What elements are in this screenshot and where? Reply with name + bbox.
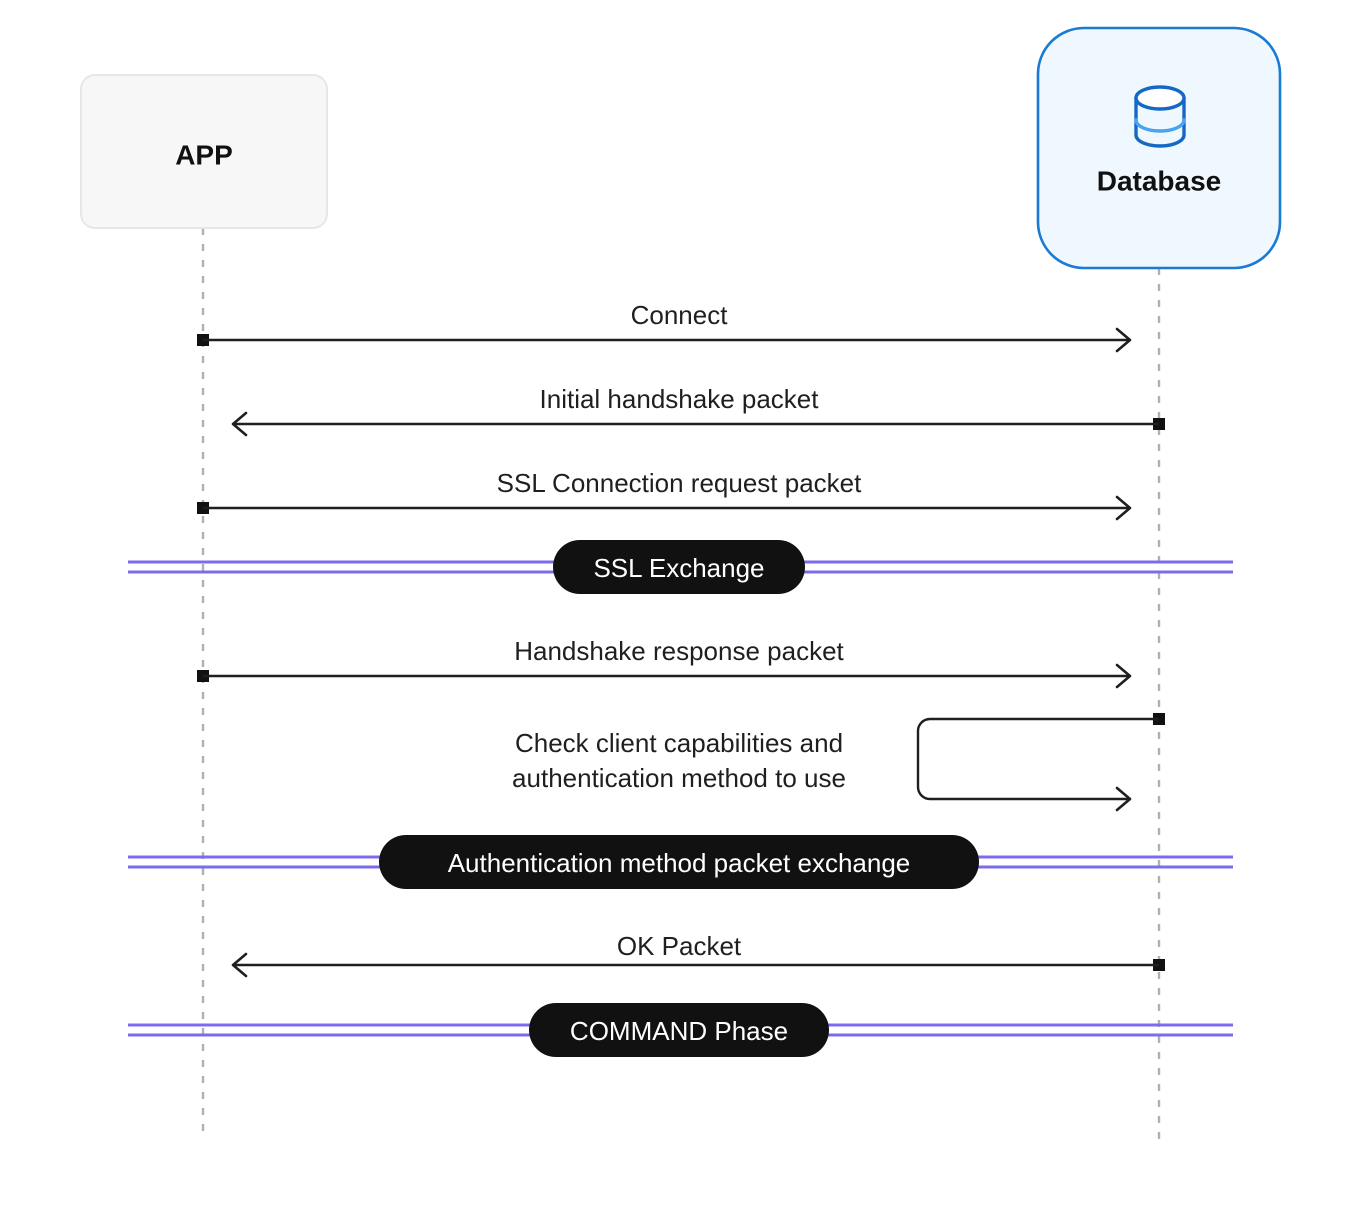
message-check-client-capabilities-arrowhead <box>1115 786 1132 812</box>
message-initial-handshake-packet-label: Initial handshake packet <box>540 384 820 414</box>
message-ssl-connection-request-packet-arrowhead <box>1115 495 1132 521</box>
message-ssl-connection-request-packet[interactable]: SSL Connection request packet <box>197 468 1132 521</box>
message-ok-packet-label: OK Packet <box>617 931 742 961</box>
divider-authentication-label: Authentication method packet exchange <box>448 848 911 878</box>
actor-database-label: Database <box>1097 166 1222 197</box>
actor-app[interactable]: APP <box>80 74 328 229</box>
message-ssl-connection-request-packet-label: SSL Connection request packet <box>497 468 862 498</box>
lifelines <box>201 228 1161 1140</box>
actor-database[interactable]: Database <box>1036 26 1282 270</box>
divider-ssl-exchange-pill[interactable] <box>553 540 805 594</box>
divider-authentication-pill[interactable] <box>379 835 979 889</box>
message-check-client-capabilities-label-line-2: authentication method to use <box>512 763 846 793</box>
message-ok-packet[interactable]: OK Packet <box>231 931 1165 978</box>
message-ok-packet-arrowhead <box>231 952 248 978</box>
divider-command-phase-pill[interactable] <box>529 1003 829 1057</box>
message-check-client-capabilities-self-loop[interactable]: Check client capabilities and authentica… <box>512 713 1165 812</box>
message-check-client-capabilities-loop-path[interactable] <box>916 717 1159 801</box>
actor-app-box[interactable] <box>80 74 328 229</box>
divider-ssl-exchange-label: SSL Exchange <box>593 553 764 583</box>
divider-authentication-method-packet-exchange[interactable]: Authentication method packet exchange <box>128 835 1233 889</box>
message-connect[interactable]: Connect <box>197 300 1132 353</box>
divider-command-phase[interactable]: COMMAND Phase <box>128 1003 1233 1057</box>
message-handshake-response-packet-arrowhead <box>1115 663 1132 689</box>
message-initial-handshake-packet-arrowhead <box>231 411 248 437</box>
message-check-client-capabilities-label-line-1: Check client capabilities and <box>515 728 843 758</box>
message-connect-arrowhead <box>1115 327 1132 353</box>
message-handshake-response-packet-label: Handshake response packet <box>514 636 844 666</box>
actor-app-label: APP <box>175 140 233 171</box>
divider-command-phase-label: COMMAND Phase <box>570 1016 788 1046</box>
message-handshake-response-packet[interactable]: Handshake response packet <box>197 636 1132 689</box>
message-connect-label: Connect <box>631 300 729 330</box>
divider-ssl-exchange[interactable]: SSL Exchange <box>128 540 1233 594</box>
database-cylinder-icon <box>1134 85 1186 148</box>
message-initial-handshake-packet[interactable]: Initial handshake packet <box>231 384 1165 437</box>
actor-database-box[interactable] <box>1036 26 1282 270</box>
